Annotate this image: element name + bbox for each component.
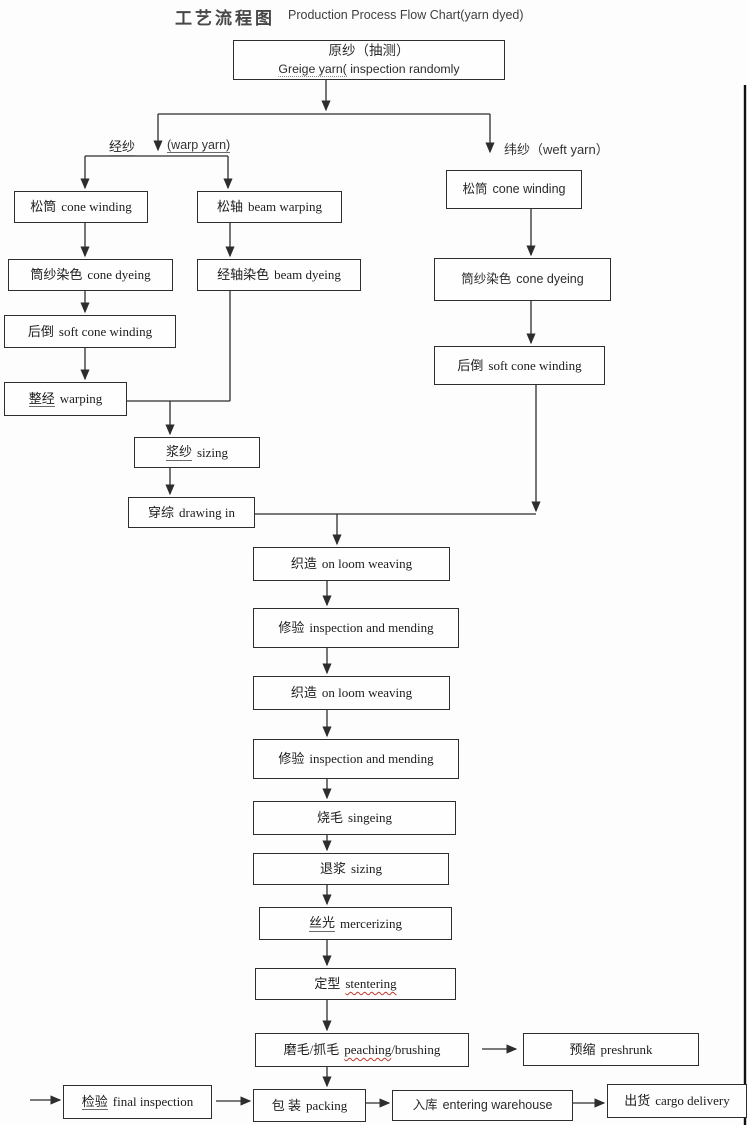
node-label-zh: 松筒 <box>30 199 57 215</box>
node-label-en: cone winding <box>492 182 566 196</box>
flow-node-r-cone-winding: 松筒 cone winding <box>446 170 582 209</box>
node-label-zh: 包 装 <box>271 1097 302 1113</box>
node-label-zh: 松筒 <box>462 182 488 196</box>
node-label-zh: 后倒 <box>27 323 54 339</box>
node-label-zh: 检验 <box>81 1093 108 1111</box>
node-label-zh: 入库 <box>412 1098 438 1112</box>
node-label-en: warping <box>59 391 103 407</box>
node-label-zh: 预缩 <box>569 1041 596 1057</box>
node-label-en: mercerizing <box>339 915 403 931</box>
node-label-en: beam dyeing <box>274 267 341 283</box>
node-label-en-rest: /brushing <box>391 1042 441 1058</box>
node-label-en: drawing in <box>179 504 235 520</box>
node-label-zh: 穿综 <box>148 504 175 520</box>
node-label-zh: 磨毛/抓毛 <box>283 1042 340 1058</box>
node-label-en: on loom weaving <box>321 685 413 701</box>
node-label-en: sizing <box>196 444 229 460</box>
node-label-zh: 定型 <box>314 976 341 992</box>
page-title-english: Production Process Flow Chart(yarn dyed) <box>288 8 524 22</box>
node-label-en: stentering <box>345 976 397 992</box>
node-label-en: beam warping <box>248 199 323 215</box>
node-label-en: on loom weaving <box>321 556 413 572</box>
page-title-chinese: 工艺流程图 <box>175 9 275 28</box>
node-label-zh: 筒纱染色 <box>461 272 512 286</box>
node-label-en: inspection and mending <box>309 751 434 767</box>
node-label-en: preshrunk <box>600 1041 653 1057</box>
flow-node-warehouse: 入库 entering warehouse <box>392 1090 573 1121</box>
node-label-en: cone winding <box>61 199 132 215</box>
node-label-en: cone dyeing <box>516 272 584 286</box>
node-label-zh: 织造 <box>290 556 317 572</box>
branch-label-weft-yarn: 纬纱（weft yarn） <box>504 142 609 157</box>
node-label-zh: 原纱（抽测） <box>328 43 410 59</box>
node-label-en: entering warehouse <box>442 1098 553 1112</box>
branch-label-warp-yarn-en: (warp yarn) <box>167 138 231 153</box>
branch-label-warp-yarn-zh: 经纱 <box>109 136 136 156</box>
node-label-zh: 松轴 <box>216 199 243 215</box>
node-label-en: packing <box>306 1097 348 1113</box>
node-label-zh: 经轴染色 <box>217 267 270 283</box>
node-label-zh: 浆纱 <box>165 444 192 461</box>
node-label-en: cargo delivery <box>655 1093 730 1109</box>
flow-node-r-cone-dyeing: 筒纱染色 cone dyeing <box>434 258 611 301</box>
node-label-zh: 出货 <box>624 1093 651 1109</box>
node-label-en: singeing <box>347 810 393 826</box>
node-label-en: soft cone winding <box>58 323 153 339</box>
node-label-zh: 织造 <box>290 685 317 701</box>
node-label-en: inspection and mending <box>309 620 434 636</box>
node-label-en-marked: Greige yarn( <box>278 61 347 77</box>
node-label-zh: 整经 <box>28 390 55 408</box>
node-label-en: sizing <box>350 861 383 877</box>
node-label-en-rest: inspection randomly <box>350 61 460 76</box>
node-label-en: Greige yarn( inspection randomly <box>278 61 460 79</box>
node-label-zh: 退浆 <box>319 861 346 877</box>
node-label-en: soft cone winding <box>488 357 582 373</box>
node-label-en: peaching <box>344 1042 392 1058</box>
flow-node-greige: 原纱（抽测） Greige yarn( inspection randomly <box>233 40 505 80</box>
node-label-zh: 修验 <box>278 620 305 636</box>
node-label-zh: 丝光 <box>308 915 335 932</box>
node-label-zh: 修验 <box>278 751 305 767</box>
node-label-en: final inspection <box>112 1094 194 1110</box>
node-label-en: cone dyeing <box>87 267 151 283</box>
node-label-zh: 筒纱染色 <box>30 267 83 283</box>
flow-node-m-beam-warping: 松轴 beam warping <box>197 191 342 223</box>
node-label-zh: 烧毛 <box>316 810 343 826</box>
node-label-zh: 后倒 <box>457 357 484 373</box>
